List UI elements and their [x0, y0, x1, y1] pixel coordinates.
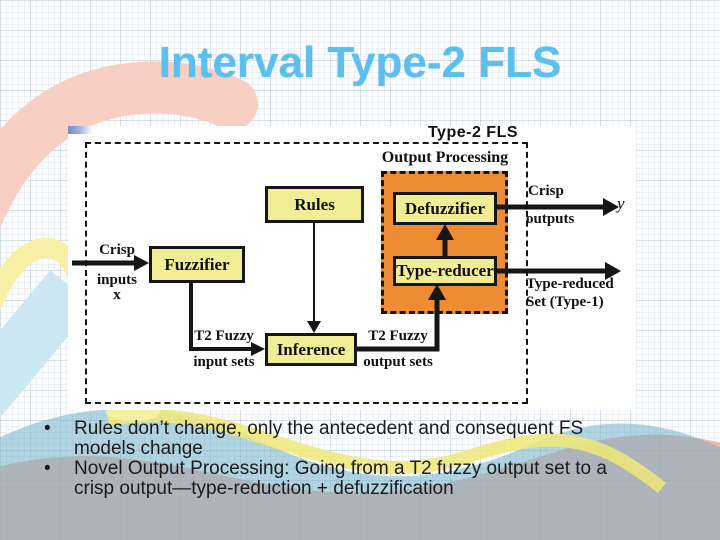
diagram-arrows: [72, 198, 621, 356]
crisp-inputs-label-line1: Crisp: [99, 242, 135, 258]
bullet-item-rules: Rules don’t change, only the antecedent …: [36, 419, 648, 459]
crisp-inputs-variable-label: x: [113, 287, 121, 303]
type-reducer-block: Type-reducer: [393, 256, 497, 286]
fls-diagram-panel: Type-2 FLS Output Processing Rules Fuzzi…: [68, 124, 636, 410]
crisp-outputs-label-line1: Crisp: [528, 183, 564, 199]
gradient-chip-decoration: [68, 126, 95, 134]
slide-title: Interval Type-2 FLS: [158, 38, 562, 87]
t2-fuzzy-output-label-line2: output sets: [363, 354, 433, 370]
crisp-outputs-label-line2: outputs: [526, 211, 575, 227]
t2-fuzzy-input-label-line2: input sets: [193, 354, 255, 370]
t2-fuzzy-output-label-line1: T2 Fuzzy: [368, 328, 428, 344]
rules-block: Rules: [265, 186, 364, 223]
fuzzifier-block: Fuzzifier: [149, 246, 245, 283]
output-variable-label: y: [617, 194, 625, 213]
t2-fuzzy-input-label-line1: T2 Fuzzy: [194, 328, 254, 344]
bullet-list: Rules don’t change, only the antecedent …: [36, 419, 648, 499]
defuzzifier-block: Defuzzifier: [393, 192, 497, 225]
type-reduced-set-label: Type-reduced Set (Type-1): [526, 276, 614, 310]
inference-block: Inference: [265, 333, 357, 366]
bullet-item-output-processing: Novel Output Processing: Going from a T2…: [36, 459, 648, 499]
output-processing-label: Output Processing: [381, 149, 509, 166]
system-boundary-label: Type-2 FLS: [427, 124, 519, 141]
crisp-inputs-label-line2: inputs: [96, 272, 138, 288]
